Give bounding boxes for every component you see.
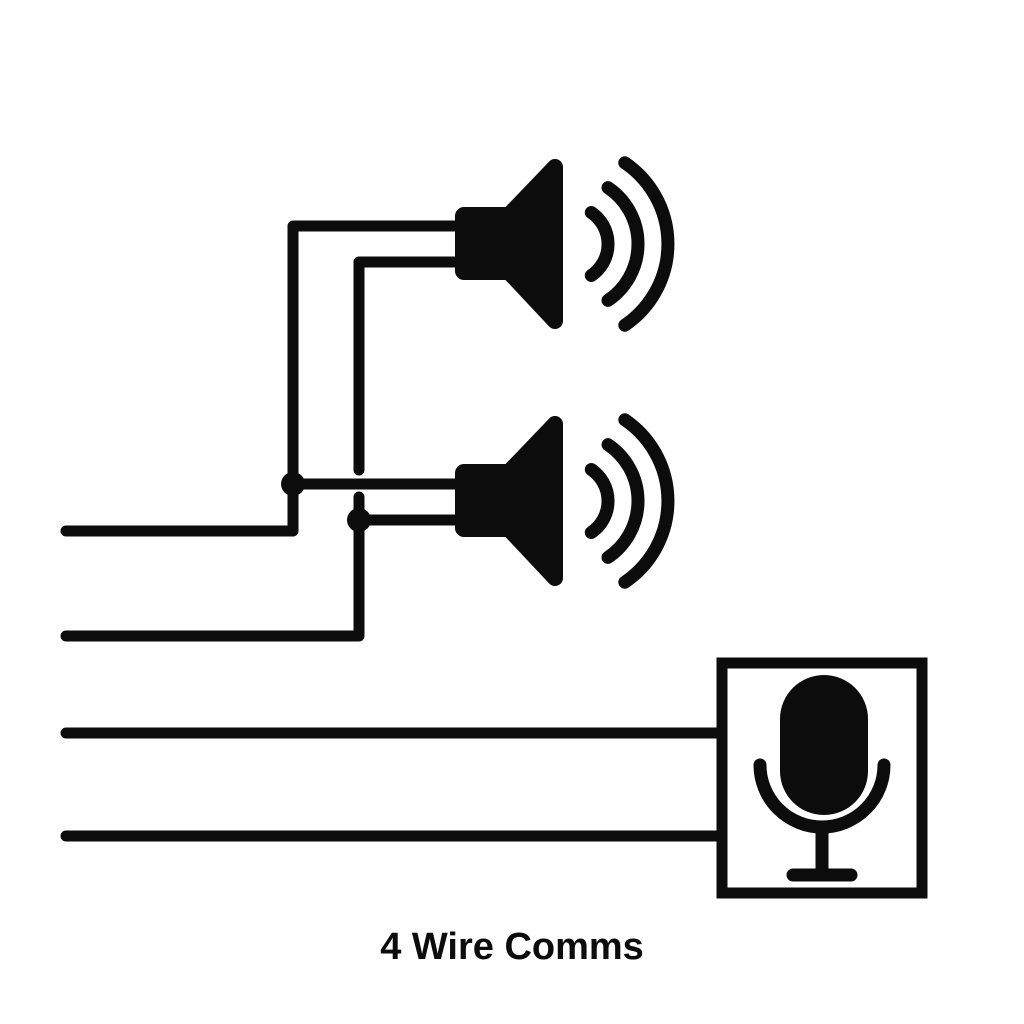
wire-speaker-top-b (353, 256, 466, 476)
microphone-icon (753, 675, 891, 882)
diagram-caption: 4 Wire Comms (380, 926, 644, 968)
microphone-box-icon (716, 657, 928, 899)
speaker-middle-icon (455, 420, 668, 582)
junction-dot-b (347, 508, 371, 532)
speaker-top-icon (455, 163, 668, 325)
wire-speaker-top-a (60, 220, 466, 537)
wire-speaker-bottom-b (60, 491, 365, 642)
junction-dot-a (281, 472, 305, 496)
